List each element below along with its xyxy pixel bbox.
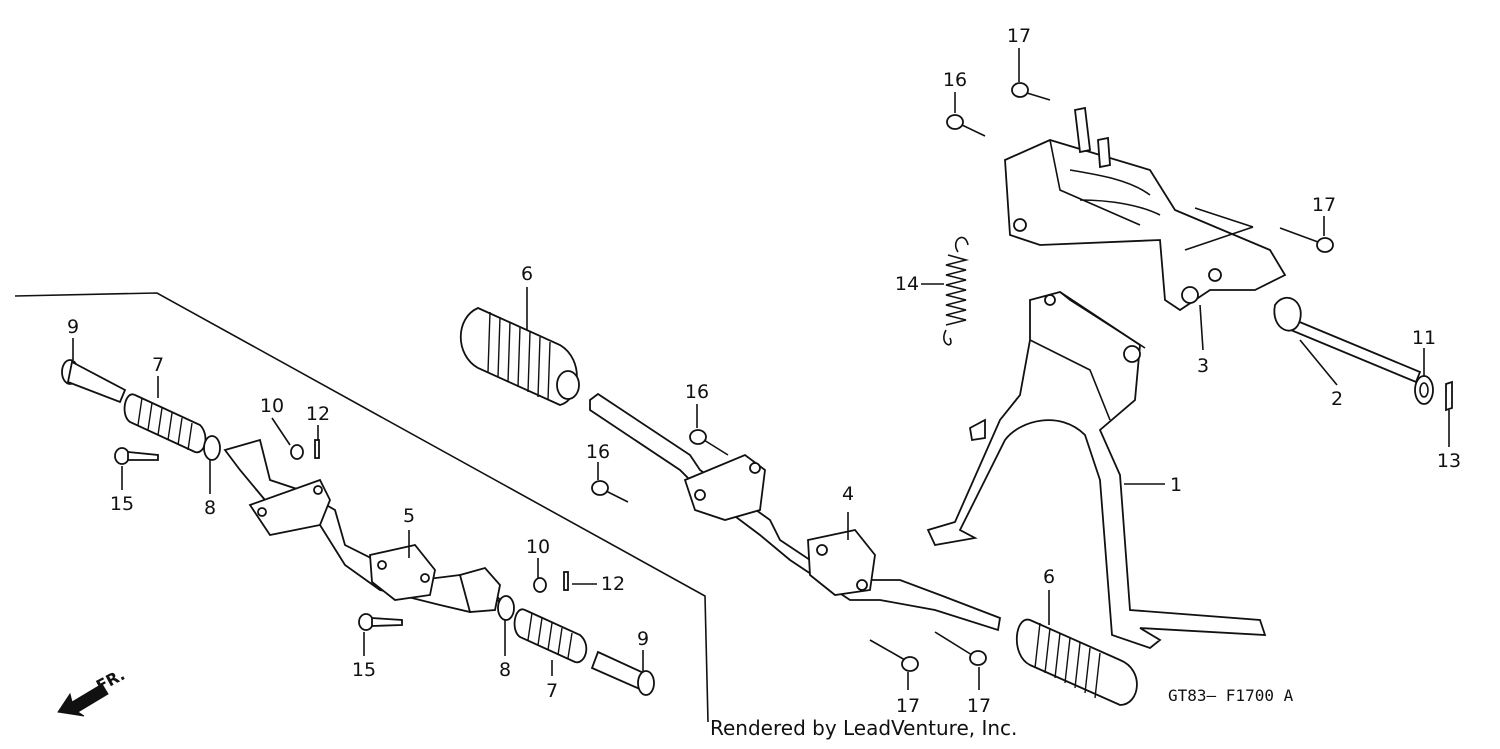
subassembly-boundary [14,292,709,723]
return-spring [943,236,970,346]
bolt-17-right [1279,227,1334,253]
bolt-16-center [689,429,729,456]
label-16-left: 16 [586,441,610,463]
bolt-17-bottom-left [869,639,919,672]
nut-upper [290,444,304,460]
label-12-lower: 12 [601,573,625,595]
front-direction-indicator: FR. [57,665,128,717]
label-1: 1 [1170,474,1182,496]
label-17-right: 17 [1312,194,1336,216]
label-7-lower: 7 [546,680,558,702]
label-16-center: 16 [685,381,709,403]
label-8-lower: 8 [499,659,511,681]
label-15-upper: 15 [110,493,134,515]
bolt-17-top [1011,82,1051,101]
cotter-pin-upper [314,439,320,459]
label-6-lower: 6 [1043,566,1055,588]
label-4: 4 [842,483,854,505]
bolt-16-left [591,480,629,503]
label-5: 5 [403,505,415,527]
leader-lines [72,48,1450,690]
label-17-top: 17 [1007,25,1031,47]
stand-bracket [1004,106,1287,312]
label-14: 14 [895,273,919,295]
bolt-16-top [946,114,986,137]
label-2: 2 [1331,388,1343,410]
bolt-17-bottom-right [934,631,987,666]
label-17-bottom-left: 17 [896,695,920,717]
label-12-upper: 12 [306,403,330,425]
footpeg-rubber-lower [1015,618,1138,706]
label-8-upper: 8 [204,497,216,519]
footpeg-rubber-left-upper [123,393,207,454]
label-9-lower: 9 [637,628,649,650]
main-stand [926,291,1267,650]
label-15-lower: 15 [352,659,376,681]
footpeg-rubber-upper [459,307,580,406]
pivot-shaft [1273,296,1453,412]
cotter-pin-lower [563,571,569,591]
footpeg-pin-upper [61,359,127,404]
part-labels: 1 2 3 4 5 6 6 7 7 8 8 9 9 10 10 11 12 12… [67,25,1461,717]
diagram-code: GT83— F1700 A [1168,686,1294,705]
clevis-pin-lower [358,613,403,631]
label-7-upper: 7 [152,354,164,376]
label-3: 3 [1197,355,1209,377]
washer-lower [497,595,515,621]
front-arrow-icon [57,683,109,717]
label-13: 13 [1437,450,1461,472]
render-credit: Rendered by LeadVenture, Inc. [710,716,1018,740]
footpeg-pin-lower [590,650,655,696]
footpeg-rubber-left-lower [513,608,588,664]
label-6-upper: 6 [521,263,533,285]
right-footpeg-bar [589,392,1002,632]
label-17-bottom-right: 17 [967,695,991,717]
label-11: 11 [1412,327,1436,349]
left-footpeg-bar [223,438,502,613]
clevis-pin-upper [114,447,159,465]
nut-lower [533,577,547,593]
label-10-lower: 10 [526,536,550,558]
label-9-upper: 9 [67,316,79,338]
label-16-top: 16 [943,69,967,91]
washer-upper [203,435,221,461]
label-10-upper: 10 [260,395,284,417]
